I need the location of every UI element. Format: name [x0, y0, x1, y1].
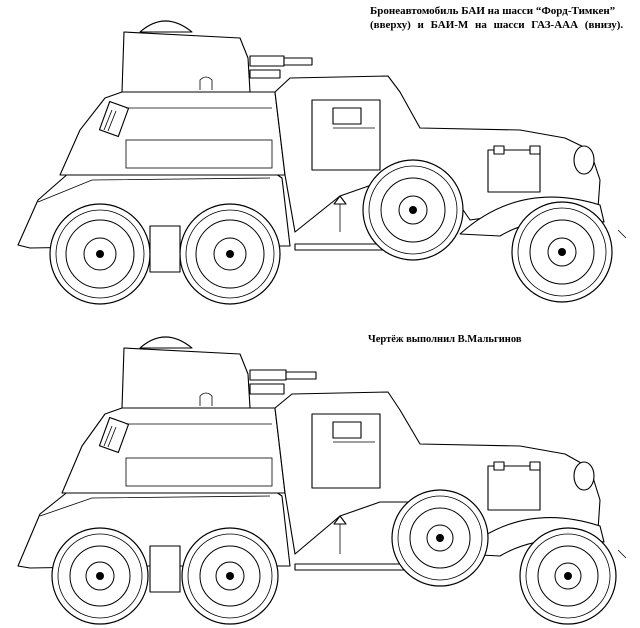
rear-wheel-2: [181, 527, 279, 625]
rear-wheel-2: [179, 203, 281, 305]
spare-wheel: [362, 159, 464, 261]
rear-wheel-1: [51, 527, 149, 625]
author-credit: Чертёж выполнил В.Мальгинов: [368, 334, 522, 345]
caption-line-1: Бронеавтомобиль БАИ на шасси “Форд-Тимке…: [370, 5, 616, 17]
drawing-caption: Бронеавтомобиль БАИ на шасси “Форд-Тимке…: [370, 4, 623, 32]
spare-wheel: [391, 489, 489, 587]
front-wheel: [511, 201, 613, 303]
rear-wheel-1: [49, 203, 151, 305]
front-wheel: [519, 527, 617, 625]
bai-armored-car-drawing: [17, 20, 627, 305]
bai-m-armored-car-drawing: [17, 336, 627, 625]
caption-line-2: (вверху) и БАИ-М на шасси ГАЗ-ААА (внизу…: [370, 19, 624, 31]
